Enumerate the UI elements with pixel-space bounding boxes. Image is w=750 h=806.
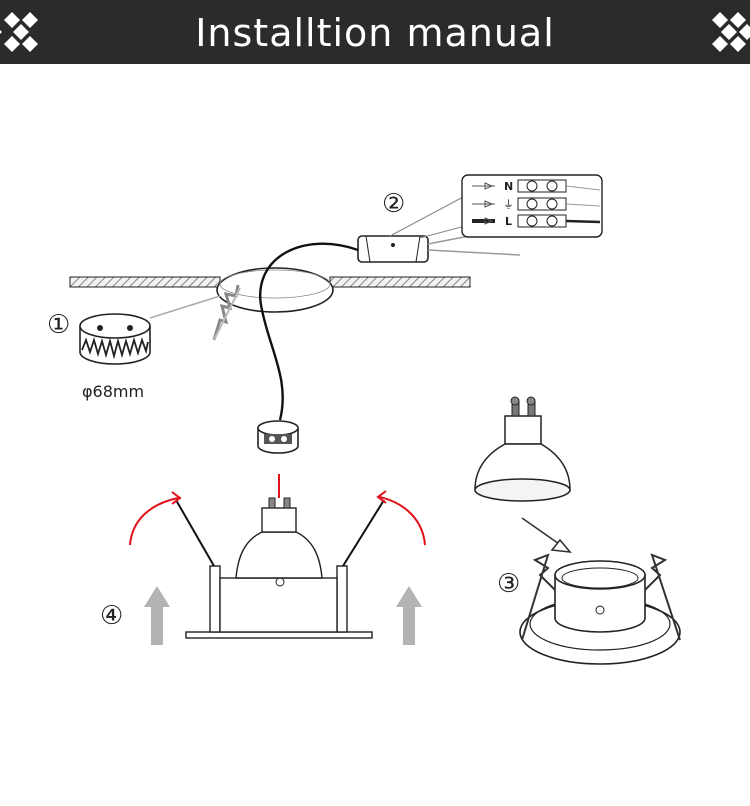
terminal-label-earth: ⏚	[503, 198, 514, 211]
diamond-pattern-right-icon	[712, 12, 750, 52]
step-3-marker: ③	[497, 569, 520, 599]
diamond-pattern-left-icon	[0, 12, 38, 52]
gu10-bulb-icon	[474, 396, 571, 502]
title-banner	[0, 0, 750, 64]
gray-up-arrow-left-icon	[144, 586, 170, 645]
fixture-install-icon	[175, 474, 385, 639]
step-1-marker: ①	[47, 310, 70, 340]
insert-arrow-icon	[521, 517, 572, 554]
gu10-lamp-holder-icon	[257, 420, 299, 454]
spring-clip-icon	[212, 284, 241, 341]
red-rotate-arrow-left-icon	[129, 491, 182, 546]
round-downlight-fixture-icon	[519, 553, 681, 665]
ceiling-board	[69, 267, 471, 313]
hole-size-label: φ68mm	[82, 382, 144, 401]
page-title: Installtion manual	[195, 11, 555, 55]
terminal-label-l: L	[505, 215, 512, 228]
led-driver-icon	[357, 229, 521, 263]
hole-saw-icon	[79, 295, 221, 365]
gray-up-arrow-right-icon	[396, 586, 422, 645]
terminal-label-n: N	[504, 180, 513, 193]
terminal-block-callout	[461, 174, 603, 238]
step-2-marker: ②	[382, 189, 405, 219]
red-rotate-arrow-right-icon	[376, 490, 426, 546]
power-cable	[259, 242, 359, 421]
step-4-marker: ④	[100, 601, 123, 631]
